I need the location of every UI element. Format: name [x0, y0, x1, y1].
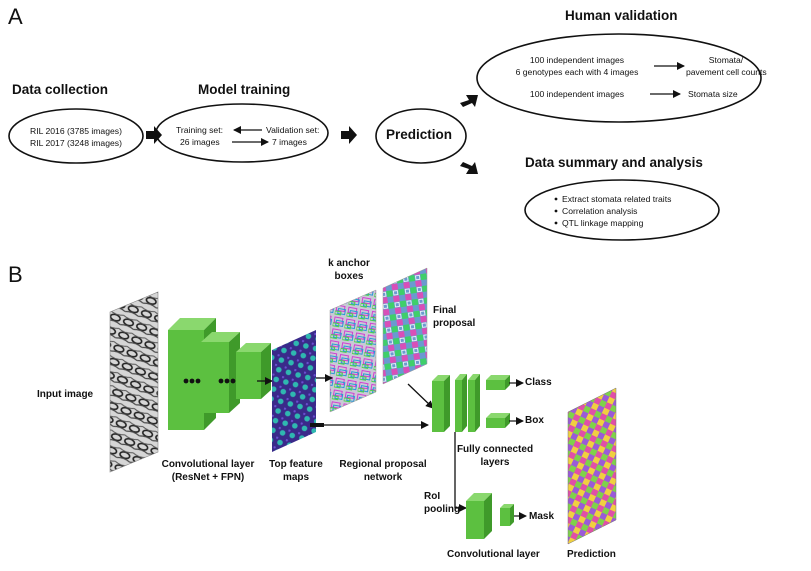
conv-block-3-front — [236, 352, 261, 399]
conv-block-3-side — [261, 343, 271, 399]
model-training-title: Model training — [198, 82, 291, 97]
class-block-top — [486, 375, 510, 380]
proposal-to-fc-arrow — [407, 383, 434, 409]
class-label: Class — [525, 377, 552, 388]
top-feature-label-line1: Top feature — [269, 459, 323, 470]
data-collection-line2: RIL 2017 (3248 images) — [30, 138, 122, 148]
conv-block-1-top — [168, 318, 216, 330]
conv-block-2-top — [201, 332, 240, 342]
conv-layer-label-line1: Convolutional layer — [161, 459, 255, 470]
fc-label-line1: Fully connected — [456, 444, 534, 455]
conv-block-3-top — [236, 343, 271, 352]
conv-layer-2-label: Convolutional layer — [447, 549, 540, 560]
data-collection-title: Data collection — [12, 82, 109, 97]
rpn-label-line1: Regional proposal — [339, 459, 427, 470]
hv-row1-left-line2: 6 genotypes each with 4 images — [515, 67, 639, 77]
roi-label-line1: RoI — [424, 491, 441, 502]
fc-layer-1-front — [432, 381, 444, 432]
rpn-label-line2: network — [363, 472, 403, 483]
anchor-boxes-image — [329, 289, 377, 413]
fc-layer-3-side — [475, 374, 480, 432]
input-image — [109, 291, 159, 473]
fc-layer-2-top — [455, 374, 467, 380]
box-block-front — [486, 418, 505, 428]
human-validation-ellipse — [476, 33, 762, 123]
input-image-label: Input image — [37, 389, 94, 400]
bullet — [554, 197, 558, 201]
box-block-top — [486, 413, 510, 418]
validation-set-count: 7 images — [272, 137, 307, 147]
prediction-image-label: Prediction — [567, 549, 616, 560]
final-proposal-label-line2: proposal — [433, 318, 476, 329]
roi-label-line2: pooling — [424, 504, 461, 515]
class-block-front — [486, 380, 505, 390]
box-label: Box — [525, 415, 544, 426]
bullet — [554, 221, 558, 225]
final-proposal-label-line1: Final — [433, 305, 457, 316]
block-arrow-up — [460, 95, 478, 107]
mask-conv-2-top — [500, 504, 514, 508]
mask-label: Mask — [529, 511, 555, 522]
validation-set-label: Validation set: — [266, 125, 320, 135]
conv-layer-label-line2: (ResNet + FPN) — [171, 472, 245, 483]
mask-conv-2-side — [510, 504, 514, 526]
prediction-image — [567, 387, 617, 545]
top-feature-map — [272, 330, 316, 452]
fc-layer-3-top — [468, 374, 480, 380]
summary-item-2: Correlation analysis — [562, 206, 638, 216]
panel-b-label: B — [8, 262, 23, 287]
summary-item-1: Extract stomata related traits — [562, 194, 672, 204]
data-collection-ellipse — [8, 108, 144, 164]
feature-output-bar — [310, 423, 324, 427]
mask-conv-1-side — [484, 493, 492, 539]
box-block-side — [505, 413, 510, 428]
fc-label-line2: layers — [480, 457, 510, 468]
human-validation-title: Human validation — [565, 8, 678, 23]
anchor-boxes-label-line2: boxes — [334, 271, 364, 282]
class-block-side — [505, 375, 510, 390]
data-summary-title: Data summary and analysis — [525, 155, 703, 170]
prediction-ellipse — [375, 108, 467, 164]
data-summary-ellipse — [524, 179, 720, 241]
mask-conv-1-top — [466, 493, 492, 501]
block-arrow-1 — [146, 126, 162, 144]
top-feature-label-line2: maps — [282, 472, 310, 483]
anchor-boxes-label-line1: k anchor — [328, 258, 370, 269]
summary-item-3: QTL linkage mapping — [562, 218, 644, 228]
hv-row2-left: 100 independent images — [529, 89, 625, 99]
mask-conv-1-front — [466, 501, 484, 539]
hv-row1-right-line1: Stomata/ — [708, 55, 744, 65]
training-set-label: Training set: — [176, 125, 223, 135]
prediction-label: Prediction — [386, 127, 453, 142]
ellipsis-dots — [183, 378, 236, 384]
fc-layer-1-side — [444, 375, 450, 432]
mask-conv-2-front — [500, 508, 510, 526]
fc-layer-2-side — [462, 374, 467, 432]
final-proposal-image — [382, 267, 428, 385]
fc-layer-3-front — [468, 380, 475, 432]
training-set-count: 26 images — [180, 137, 220, 147]
data-collection-line1: RIL 2016 (3785 images) — [30, 126, 122, 136]
panel-a-label: A — [8, 4, 23, 29]
bullet — [554, 209, 558, 213]
block-arrow-down — [460, 162, 478, 174]
hv-row2-right: Stomata size — [688, 89, 738, 99]
block-arrow-2 — [341, 126, 357, 144]
hv-row1-left-line1: 100 independent images — [529, 55, 625, 65]
fc-layer-2-front — [455, 380, 462, 432]
hv-row1-right-line2: pavement cell counts — [686, 67, 767, 77]
conv-block-2-front — [201, 342, 229, 413]
